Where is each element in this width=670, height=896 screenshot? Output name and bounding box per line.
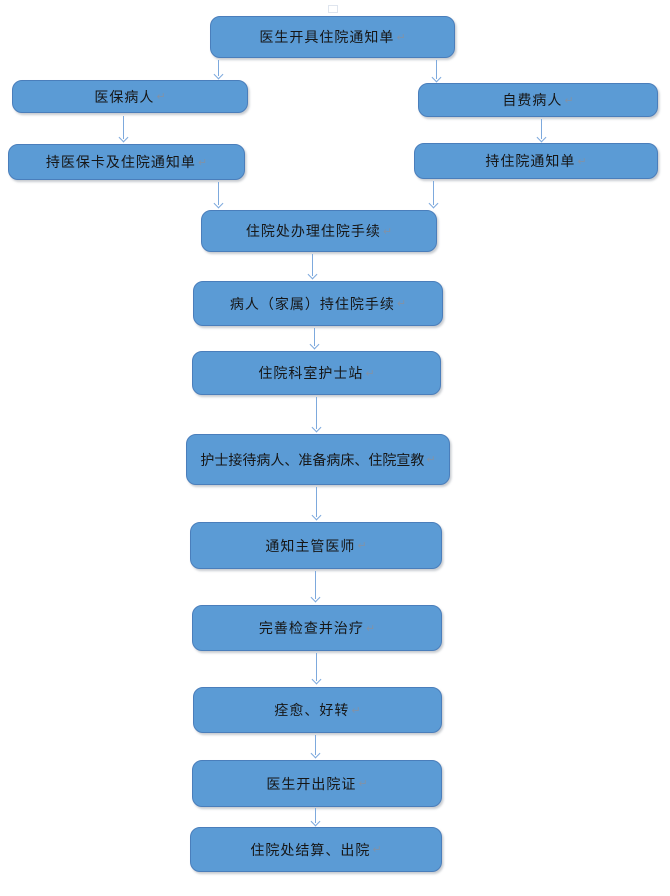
- arrow-head-icon: [536, 132, 546, 143]
- flow-arrow-insured-to-card: [118, 116, 128, 143]
- arrow-head-icon: [310, 748, 320, 759]
- flow-arrow-card-to-admission-office: [213, 182, 223, 209]
- flow-node-label: 护士接待病人、准备病床、住院宣教: [200, 451, 425, 468]
- line-break-mark-icon: ↵: [365, 367, 375, 380]
- arrow-head-icon: [431, 72, 441, 83]
- arrow-shaft: [217, 60, 220, 76]
- arrow-shaft: [435, 60, 438, 79]
- line-break-mark-icon: ↵: [426, 454, 436, 466]
- flow-node-label: 通知主管医师: [265, 537, 356, 554]
- arrow-head-icon: [311, 510, 321, 521]
- line-break-mark-icon: ↵: [365, 622, 376, 635]
- flow-node-label: 医生开出院证: [266, 775, 357, 792]
- flow-arrow-notice-to-insured: [213, 60, 223, 80]
- flow-node-label: 住院科室护士站: [258, 365, 364, 381]
- arrow-shaft: [313, 328, 316, 346]
- flow-node-label: 医保病人: [94, 88, 155, 105]
- line-break-mark-icon: ↵: [382, 225, 393, 238]
- flow-node-label: 自费病人: [502, 92, 563, 108]
- arrow-shaft: [315, 397, 318, 429]
- arrow-shaft: [217, 182, 220, 205]
- line-break-mark-icon: ↵: [396, 31, 406, 44]
- flow-node-nurse-receive-prepare-educate: 护士接待病人、准备病床、住院宣教 ↵: [186, 434, 450, 485]
- arrow-shaft: [314, 735, 317, 755]
- flow-node-hold-admission-notice: 持住院通知单 ↵: [414, 143, 658, 179]
- flow-node-complete-exams-and-treatment: 完善检查并治疗 ↵: [192, 605, 442, 651]
- flow-node-doctor-issues-discharge-cert: 医生开出院证 ↵: [192, 760, 442, 807]
- arrow-shaft: [314, 571, 317, 599]
- flow-node-admission-office-procedures: 住院处办理住院手续 ↵: [201, 210, 437, 252]
- line-break-mark-icon: ↵: [357, 540, 367, 552]
- arrow-head-icon: [307, 269, 317, 280]
- flow-node-doctor-issues-admission-notice: 医生开具住院通知单 ↵: [210, 16, 455, 58]
- line-break-mark-icon: ↵: [351, 704, 361, 717]
- object-anchor-mark: [328, 5, 338, 13]
- flow-arrow-office-to-patient-family: [307, 254, 317, 280]
- flow-arrow-exams-to-recovered: [311, 653, 321, 685]
- line-break-mark-icon: ↵: [564, 94, 574, 107]
- flow-arrow-receive-to-notify-physician: [311, 487, 321, 521]
- arrow-head-icon: [311, 422, 321, 433]
- flow-node-patient-family-holds-procedures: 病人（家属）持住院手续 ↵: [193, 281, 443, 326]
- flow-arrow-notify-to-exams: [310, 571, 320, 603]
- flow-arrow-patient-family-to-nurse-station: [309, 328, 319, 350]
- flow-arrow-notice-to-self-pay: [431, 60, 441, 83]
- line-break-mark-icon: ↵: [577, 155, 587, 168]
- arrow-head-icon: [118, 132, 128, 143]
- arrow-shaft: [315, 653, 318, 681]
- flow-node-label: 完善检查并治疗: [258, 620, 364, 636]
- arrow-head-icon: [311, 674, 321, 685]
- arrow-shaft: [122, 116, 125, 139]
- arrow-shaft: [540, 119, 543, 139]
- arrow-head-icon: [213, 69, 223, 80]
- flow-arrow-notice-to-admission-office: [428, 181, 438, 209]
- arrow-head-icon: [310, 816, 320, 827]
- arrow-head-icon: [428, 198, 438, 209]
- flow-node-label: 持住院通知单: [485, 153, 576, 169]
- arrow-shaft: [432, 181, 435, 205]
- flow-node-recovered-improved: 痊愈、好转 ↵: [193, 687, 442, 733]
- flow-node-ward-nurse-station: 住院科室护士站 ↵: [192, 351, 441, 395]
- line-break-mark-icon: ↵: [156, 91, 166, 103]
- arrow-shaft: [314, 808, 317, 823]
- flow-arrow-nurse-station-to-receive: [311, 397, 321, 433]
- flow-node-hold-insurance-card-and-notice: 持医保卡及住院通知单 ↵: [8, 144, 245, 180]
- flow-node-settlement-and-discharge: 住院处结算、出院 ↵: [190, 827, 442, 872]
- flow-node-label: 病人（家属）持住院手续: [229, 295, 395, 312]
- arrow-shaft: [311, 254, 314, 276]
- arrow-head-icon: [309, 339, 319, 350]
- line-break-mark-icon: ↵: [197, 156, 208, 169]
- flow-node-label: 住院处结算、出院: [250, 841, 371, 858]
- line-break-mark-icon: ↵: [396, 298, 407, 310]
- line-break-mark-icon: ↵: [372, 844, 382, 856]
- arrow-head-icon: [213, 198, 223, 209]
- arrow-head-icon: [310, 592, 320, 603]
- flow-node-notify-attending-physician: 通知主管医师 ↵: [190, 522, 442, 569]
- flow-arrow-cert-to-settlement: [310, 808, 320, 827]
- flow-node-label: 痊愈、好转: [274, 702, 350, 718]
- arrow-shaft: [315, 487, 318, 517]
- flow-node-label: 医生开具住院通知单: [259, 29, 395, 45]
- line-break-mark-icon: ↵: [358, 778, 368, 790]
- flow-arrow-recovered-to-discharge-cert: [310, 735, 320, 759]
- flow-node-self-pay-patient: 自费病人 ↵: [418, 83, 658, 117]
- flow-node-label: 持医保卡及住院通知单: [45, 154, 196, 170]
- flow-node-insured-patient: 医保病人 ↵: [12, 80, 248, 113]
- flow-node-label: 住院处办理住院手续: [245, 223, 381, 239]
- flow-arrow-self-pay-to-notice: [536, 119, 546, 143]
